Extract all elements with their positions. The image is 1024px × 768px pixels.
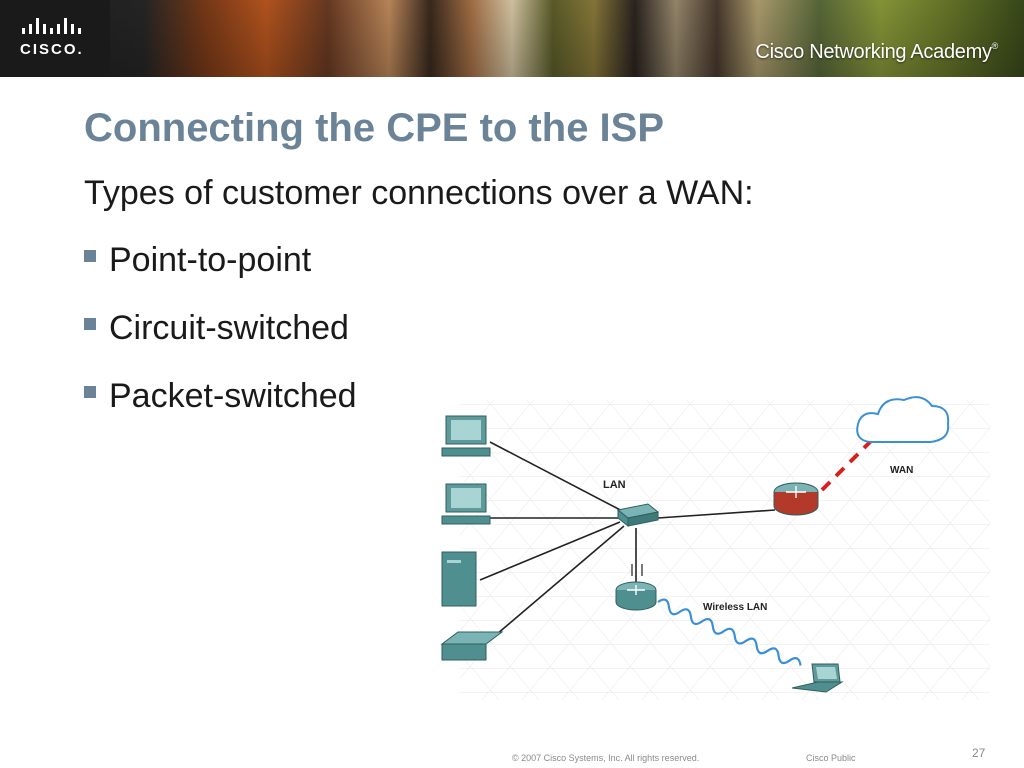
bullet-square-icon <box>84 318 96 330</box>
printer-icon <box>440 631 504 661</box>
header-banner-overlay <box>0 0 1024 77</box>
floor-grid <box>460 400 990 700</box>
cisco-logo-text: CISCO. <box>20 41 84 58</box>
bullet-item: Circuit-switched <box>84 308 357 347</box>
slide-title: Connecting the CPE to the ISP <box>84 106 665 150</box>
wan-label: WAN <box>890 465 913 476</box>
slide-subtitle: Types of customer connections over a WAN… <box>84 174 754 212</box>
academy-brand: Cisco Networking Academy® <box>755 41 998 64</box>
bullet-item: Point-to-point <box>84 240 357 279</box>
bullet-square-icon <box>84 250 96 262</box>
cloud-icon <box>856 396 950 443</box>
wireless-lan-label: Wireless LAN <box>703 602 767 613</box>
link-printer-switch <box>489 525 625 641</box>
workstation-icon <box>441 483 491 525</box>
link-pc1-switch <box>489 441 629 515</box>
cisco-bars-icon <box>22 18 81 34</box>
network-diagram: LAN WAN Wireless LAN <box>440 396 990 700</box>
laptop-icon <box>791 663 844 693</box>
wireless-router-icon <box>615 564 657 611</box>
academy-reg-mark: ® <box>991 41 999 51</box>
bullet-label: Circuit-switched <box>109 308 349 347</box>
bullet-square-icon <box>84 386 96 398</box>
academy-name: Cisco Networking Academy <box>755 41 992 63</box>
page-number: 27 <box>972 746 986 760</box>
bullet-label: Packet-switched <box>109 376 357 415</box>
header-banner <box>0 0 1024 77</box>
server-icon <box>441 551 477 607</box>
bullet-item: Packet-switched <box>84 376 357 415</box>
lan-label: LAN <box>603 479 626 491</box>
footer-classification: Cisco Public <box>806 753 856 763</box>
router-icon <box>773 482 819 516</box>
wireless-link <box>657 598 802 666</box>
lan-links <box>479 441 776 641</box>
link-server-switch <box>479 521 621 581</box>
footer-copyright: © 2007 Cisco Systems, Inc. All rights re… <box>512 753 700 763</box>
link-switch-router <box>657 509 776 519</box>
workstation-icon <box>441 415 491 457</box>
switch-icon <box>616 503 660 528</box>
bullet-list: Point-to-point Circuit-switched Packet-s… <box>84 240 357 446</box>
bullet-label: Point-to-point <box>109 240 312 279</box>
cisco-logo: CISCO. <box>0 0 110 77</box>
